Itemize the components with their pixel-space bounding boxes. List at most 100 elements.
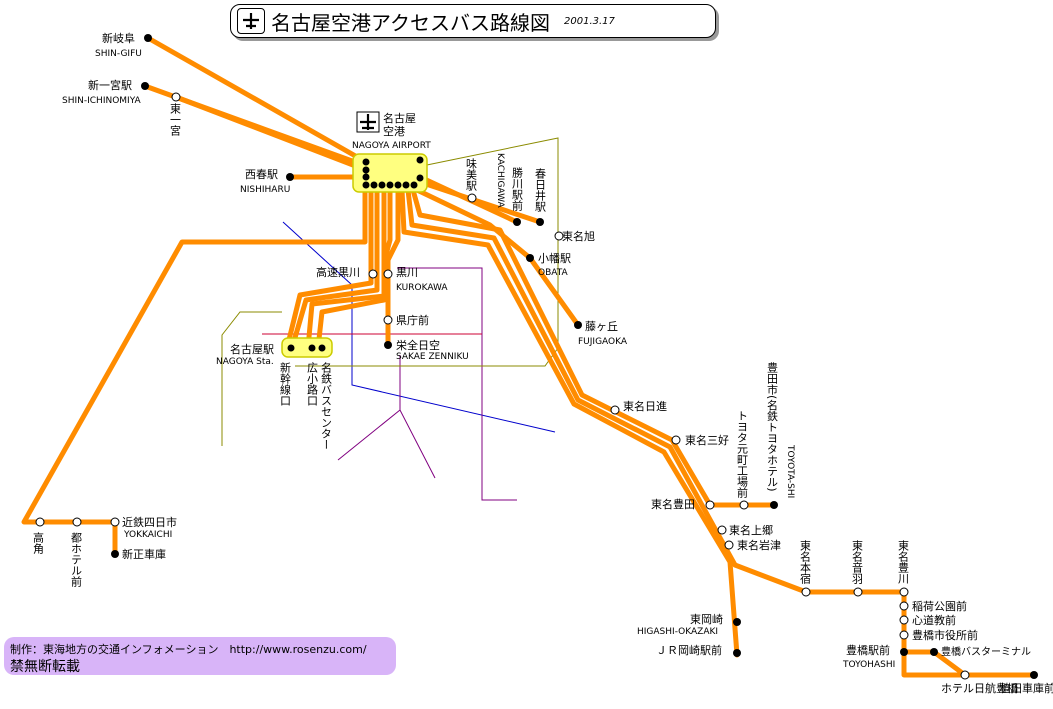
stop-ajimi[interactable] <box>467 193 477 203</box>
nishiharu-en: NISHIHARU <box>240 185 290 195</box>
higashi-ichinomiya-jp: 東一宮 <box>169 103 182 137</box>
yokkaichi-en: YOKKAICHI <box>123 530 172 540</box>
route-kasugai <box>417 179 543 225</box>
tomei-iwazu-jp: 東名岩津 <box>737 538 781 552</box>
stop-shin-gifu[interactable] <box>144 34 152 42</box>
stop-obata[interactable] <box>526 254 534 262</box>
title-date: 2001.3.17 <box>564 15 615 27</box>
rail-line-purple-2 <box>337 409 436 479</box>
stop-miyako-hotel[interactable] <box>72 517 82 527</box>
stop-tomei-nisshin[interactable] <box>610 405 620 415</box>
kasugai-jp: 春日井駅 <box>534 168 547 213</box>
takasumi-jp: 高角 <box>32 531 45 555</box>
stop-tomei-toyokawa[interactable] <box>899 587 909 597</box>
fujigaoka-jp: 藤ヶ丘 <box>585 320 618 333</box>
route-shin-gifu <box>145 35 369 165</box>
stop-ueta[interactable] <box>1030 671 1038 679</box>
shin-ichinomiya-jp: 新一宮駅 <box>88 78 132 92</box>
route-south-3 <box>305 187 387 351</box>
nishiharu-jp: 西春駅 <box>245 168 278 181</box>
toyota-shi-jp: 豊田市(名鉄トヨタホテル) <box>766 362 779 492</box>
nagoya-label-jp: 名古屋駅 <box>230 342 274 356</box>
stop-toyota-shi[interactable] <box>770 501 778 509</box>
page-title: 名古屋空港アクセスバス路線図 <box>271 10 550 35</box>
stop-kasugai[interactable] <box>536 218 544 226</box>
stop-tomei-iwazu[interactable] <box>724 540 734 550</box>
shinsho-jp: 新正車庫 <box>122 547 166 561</box>
shin-gifu-en: SHIN-GIFU <box>95 49 142 59</box>
stop-tomei-asahi[interactable] <box>554 231 564 241</box>
kosoku-kurokawa-jp: 高速黒川 <box>316 265 360 279</box>
obata-en: OBATA <box>538 268 569 278</box>
stop-toyohashi[interactable] <box>900 648 908 656</box>
route-south-4 <box>289 187 380 351</box>
shindo-jp: 心道教前 <box>912 613 956 627</box>
stop-tomei-motojuku[interactable] <box>801 587 811 597</box>
stop-sakae[interactable] <box>384 341 392 349</box>
airport-label: 名古屋 空港 NAGOYA AIRPORT <box>352 111 431 151</box>
tomei-asahi-jp: 東名旭 <box>562 229 595 243</box>
stop-tomei-kamigo[interactable] <box>717 525 727 535</box>
route-toyohashi <box>732 562 1037 678</box>
kurokawa-jp: 黒川 <box>396 266 418 279</box>
stop-fujigaoka[interactable] <box>574 321 582 329</box>
stop-toyota-motomachi[interactable] <box>739 500 749 510</box>
title-box: 名古屋空港アクセスバス路線図 2001.3.17 <box>230 4 716 38</box>
stop-shinsho[interactable] <box>111 550 119 558</box>
stop-kachigawa[interactable] <box>513 218 521 226</box>
stop-kosoku-kurokawa[interactable] <box>368 269 378 279</box>
stops: 新岐阜 SHIN-GIFU 新一宮駅 SHIN-ICHINOMIYA 東一宮 西… <box>32 31 1053 695</box>
shin-ichinomiya-en: SHIN-ICHINOMIYA <box>62 96 142 106</box>
nagoya-hub[interactable] <box>281 337 333 358</box>
miyako-hotel-jp: 都ホテル前 <box>70 532 83 588</box>
airplane-icon <box>237 8 265 34</box>
stop-takasumi[interactable] <box>35 517 45 527</box>
route-shin-ichinomiya-2 <box>173 94 369 173</box>
stop-higashi-okazaki[interactable] <box>733 618 741 626</box>
stop-tomei-toyota[interactable] <box>705 500 715 510</box>
tomei-toyokawa-jp: 東名豊川 <box>897 540 910 584</box>
shin-gifu-jp: 新岐阜 <box>102 31 135 45</box>
stop-tomei-otowa[interactable] <box>853 587 863 597</box>
route-south-1 <box>385 187 401 348</box>
kurokawa-en: KUROKAWA <box>396 283 448 293</box>
stop-inari-koen[interactable] <box>899 601 909 611</box>
kachigawa-en: KACHIGAWA <box>495 153 505 208</box>
airport-label-jp-2: 空港 <box>383 124 405 138</box>
stop-kurokawa[interactable] <box>383 269 393 279</box>
stop-kencho[interactable] <box>383 315 393 325</box>
tomei-kamigo-jp: 東名上郷 <box>729 523 773 537</box>
stop-higashi-ichinomiya[interactable] <box>171 92 181 102</box>
toyohashi-en: TOYOHASHI <box>842 660 895 670</box>
ajimi-jp: 味美駅 <box>465 158 478 192</box>
inari-koen-jp: 稲荷公園前 <box>912 599 967 613</box>
sakae-jp: 栄全日空 <box>396 338 440 352</box>
stop-nishiharu[interactable] <box>286 173 294 181</box>
shinkansen-jp: 新幹線口 <box>279 361 292 406</box>
tomei-otowa-jp: 東名音羽 <box>851 540 864 584</box>
tomei-toyota-jp: 東名豊田 <box>651 497 695 511</box>
kencho-jp: 県庁前 <box>396 313 429 327</box>
ueta-jp: 植田車庫前 <box>1000 681 1053 695</box>
stop-shin-ichinomiya[interactable] <box>141 82 149 90</box>
rail-line-olive <box>221 311 282 446</box>
hotel-nikko-jp: ホテル日航豊橋 <box>941 681 1018 695</box>
meitetsu-bc-jp: 名鉄バスセンター <box>320 361 333 450</box>
stop-yokkaichi[interactable] <box>110 517 120 527</box>
stop-toyohashi-bt[interactable] <box>930 648 938 656</box>
route-south-5 <box>284 187 374 351</box>
hirokoji-jp: 広小路口 <box>306 362 319 406</box>
toyota-motomachi-jp: トヨタ元町工場前 <box>736 410 749 499</box>
stop-tomei-miyoshi[interactable] <box>671 435 681 445</box>
stop-jr-okazaki[interactable] <box>733 649 741 657</box>
footer-credit[interactable]: 制作：東海地方の交通インフォメーション http://www.rosenzu.c… <box>10 643 367 656</box>
airport-hub[interactable] <box>352 153 428 193</box>
stop-toyokawa-shiyakusho[interactable] <box>899 630 909 640</box>
stop-hotel-nikko[interactable] <box>960 670 970 680</box>
toyohashi-bt-jp: 豊橋バスターミナル <box>941 645 1031 658</box>
route-yokkaichi <box>21 187 368 525</box>
stop-shindo[interactable] <box>899 615 909 625</box>
jr-okazaki-jp: ＪＲ岡崎駅前 <box>656 643 722 657</box>
higashi-okazaki-jp: 東岡崎 <box>690 612 723 626</box>
